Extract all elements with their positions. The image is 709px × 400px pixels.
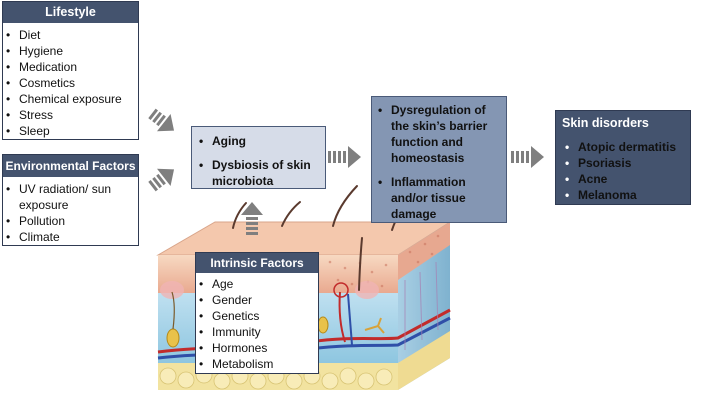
arrow-central-to-dysregulation — [328, 146, 361, 168]
dysregulation-box: Dysregulation of the skin’s barrier func… — [371, 96, 507, 223]
arrow-intrinsic-to-central — [241, 202, 263, 235]
hairs — [232, 185, 411, 291]
environmental-title: Environmental Factors — [3, 155, 138, 177]
skin-disorders-box: Skin disorders Atopic dermatitis Psorias… — [555, 110, 691, 205]
list-item: Inflammation and/or tissue damage — [375, 174, 502, 222]
list-item: Climate — [3, 229, 138, 245]
arrow-dysregulation-to-disorders — [511, 146, 544, 168]
list-item: Immunity — [196, 324, 318, 340]
central-list: Aging Dysbiosis of skin microbiota — [196, 133, 321, 189]
arrow-lifestyle-to-central — [148, 108, 175, 132]
list-item: Psoriasis — [562, 155, 684, 171]
lifestyle-title: Lifestyle — [3, 2, 138, 23]
epidermis-texture — [328, 234, 440, 288]
skin-disorders-list: Atopic dermatitis Psoriasis Acne Melanom… — [562, 139, 684, 203]
list-item: Sleep — [3, 123, 138, 139]
list-item: Medication — [3, 59, 138, 75]
skin-disorders-title: Skin disorders — [562, 116, 649, 130]
intrinsic-title: Intrinsic Factors — [196, 253, 318, 273]
list-item: Genetics — [196, 308, 318, 324]
list-item: Hormones — [196, 340, 318, 356]
environmental-box: Environmental Factors UV radiation/ sun … — [2, 154, 139, 246]
list-item: Atopic dermatitis — [562, 139, 684, 155]
list-item: Cosmetics — [3, 75, 138, 91]
list-item: Metabolism — [196, 356, 318, 372]
environmental-list: UV radiation/ sun exposure Pollution Cli… — [3, 177, 138, 245]
list-item: Pollution — [3, 213, 138, 229]
list-item: Melanoma — [562, 187, 684, 203]
list-item: Stress — [3, 107, 138, 123]
list-item: Chemical exposure — [3, 91, 138, 107]
list-item: Dysregulation of the skin’s barrier func… — [375, 102, 502, 166]
lifestyle-list: Diet Hygiene Medication Cosmetics Chemic… — [3, 23, 138, 139]
list-item: Diet — [3, 27, 138, 43]
list-item: Age — [196, 276, 318, 292]
dysregulation-list: Dysregulation of the skin’s barrier func… — [375, 102, 502, 222]
list-item: Gender — [196, 292, 318, 308]
list-item: Acne — [562, 171, 684, 187]
lifestyle-box: Lifestyle Diet Hygiene Medication Cosmet… — [2, 1, 139, 140]
central-box: Aging Dysbiosis of skin microbiota — [191, 126, 326, 189]
intrinsic-box: Intrinsic Factors Age Gender Genetics Im… — [195, 252, 319, 374]
list-item: Hygiene — [3, 43, 138, 59]
list-item: UV radiation/ sun exposure — [3, 181, 138, 213]
intrinsic-list: Age Gender Genetics Immunity Hormones Me… — [196, 273, 318, 372]
list-item: Aging — [196, 133, 321, 149]
arrow-environmental-to-central — [148, 168, 175, 192]
list-item: Dysbiosis of skin microbiota — [196, 157, 321, 189]
